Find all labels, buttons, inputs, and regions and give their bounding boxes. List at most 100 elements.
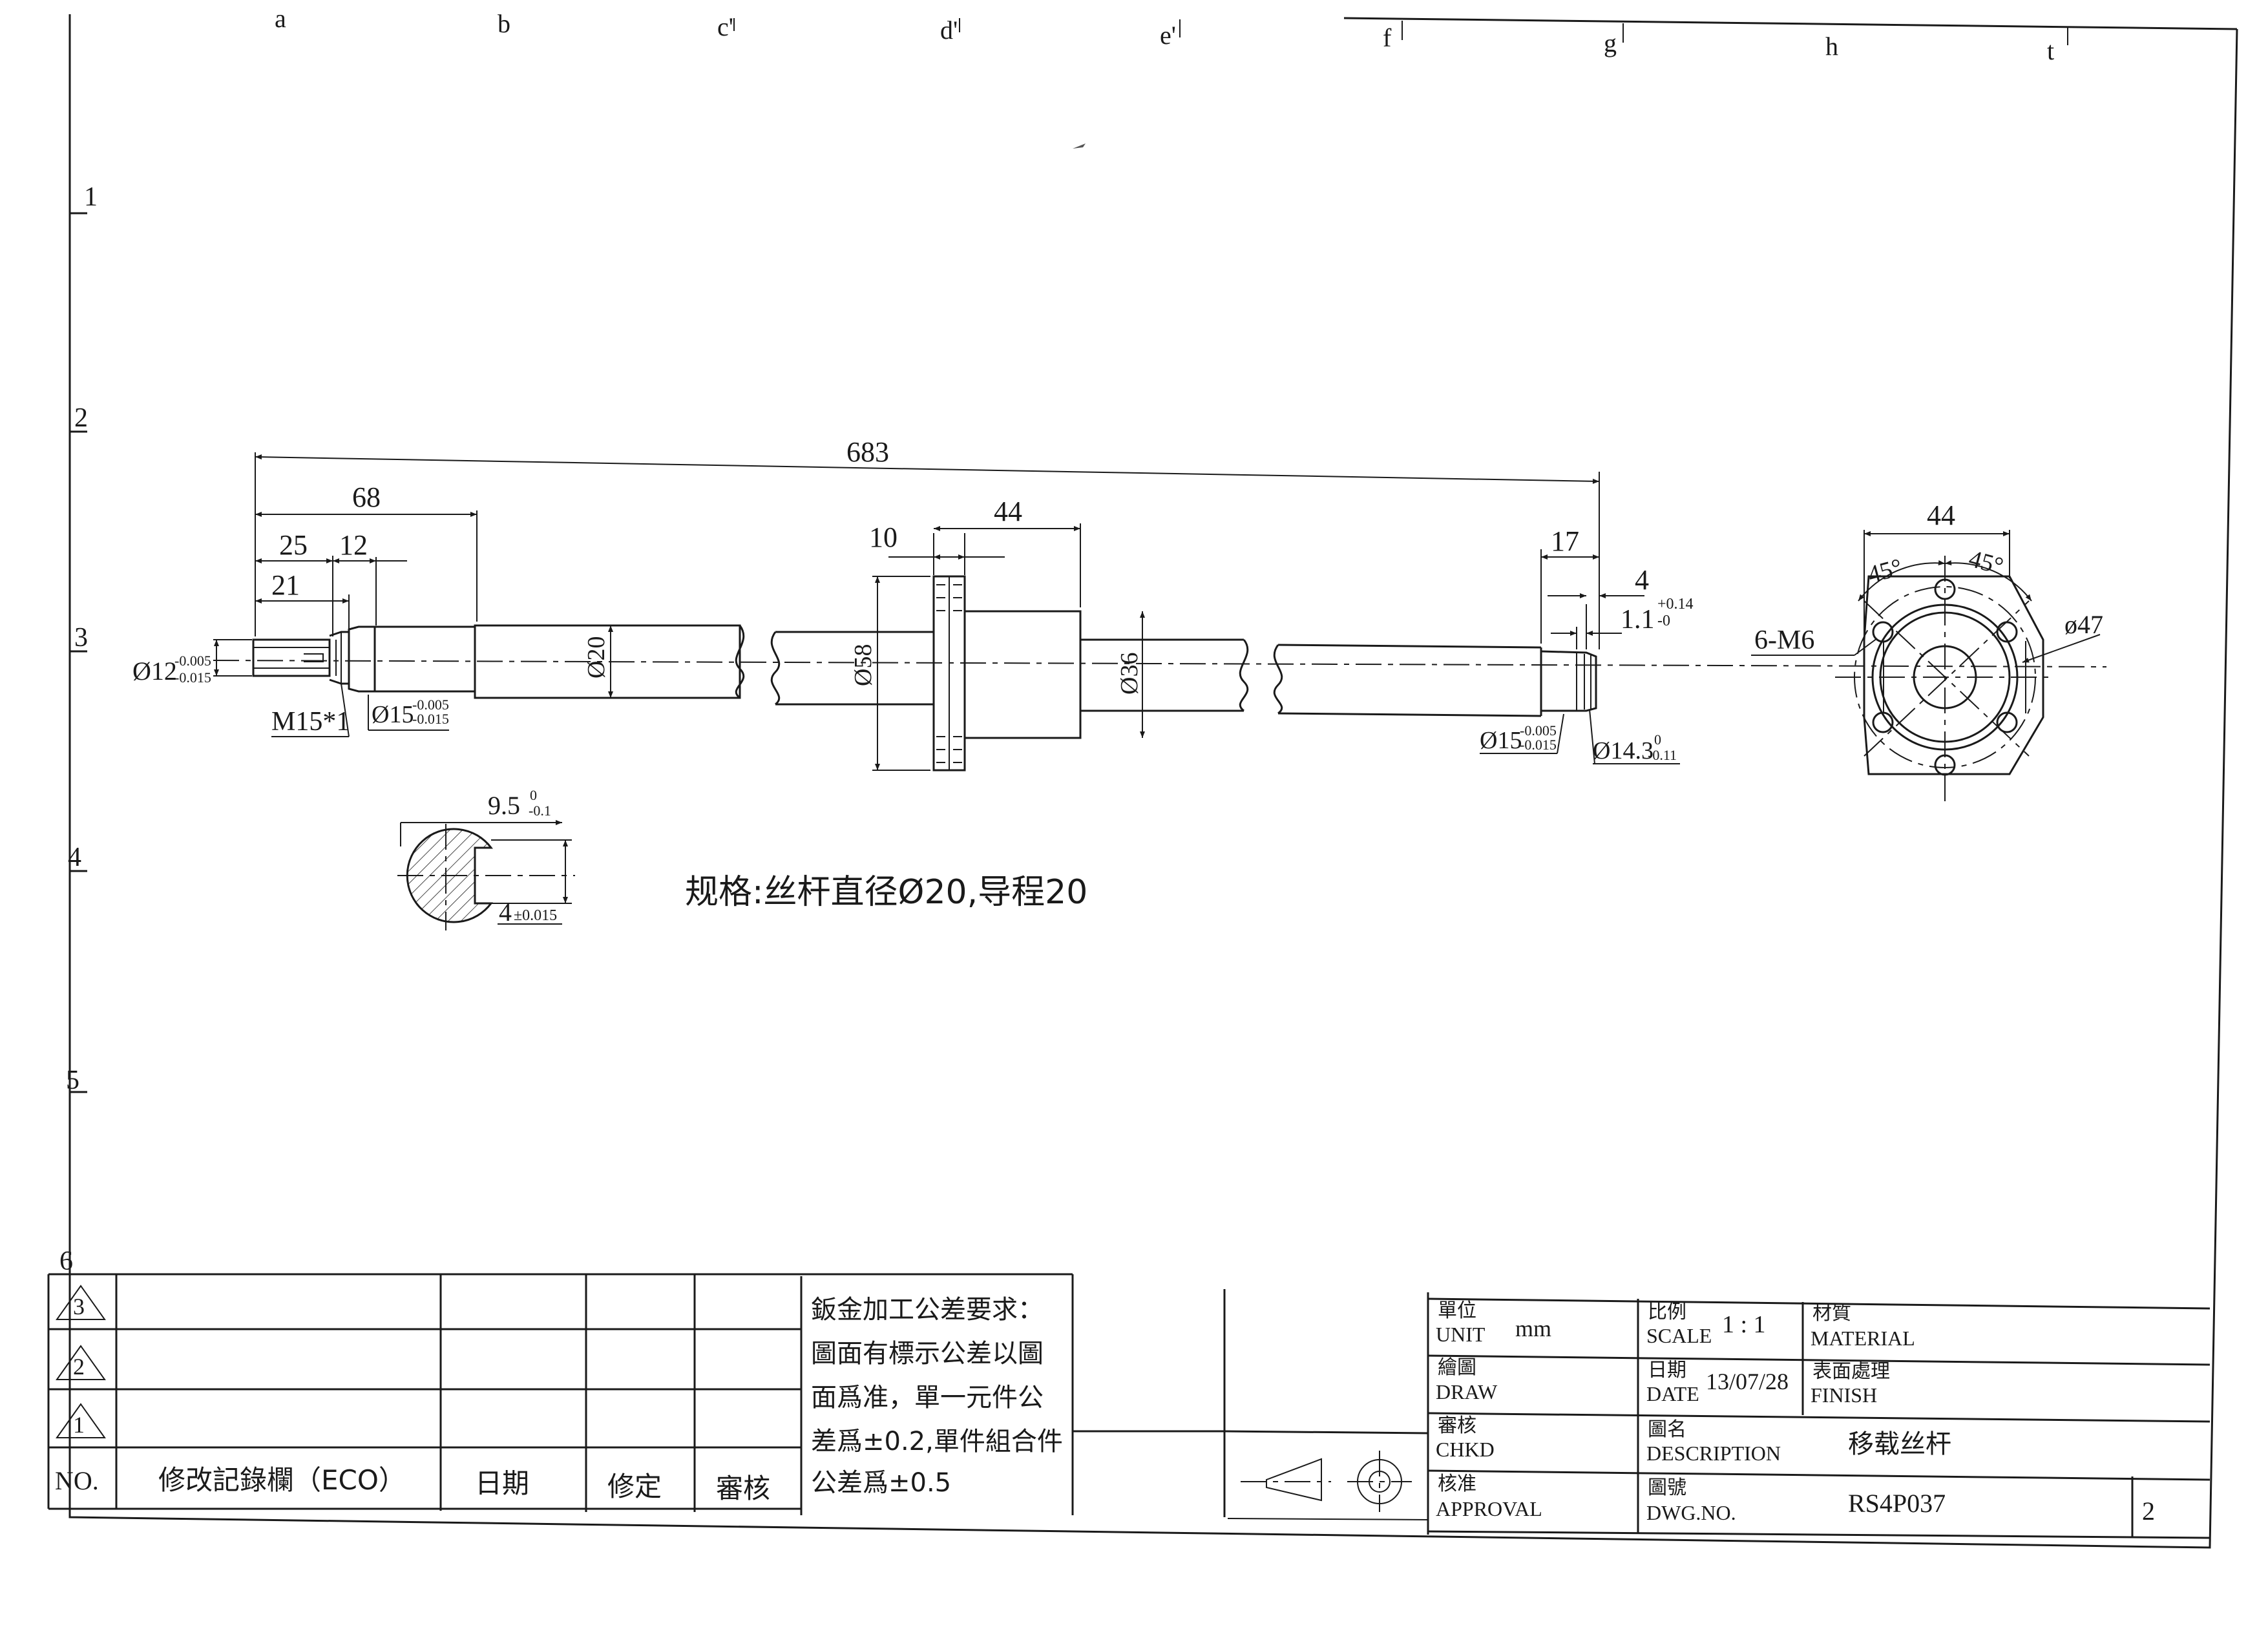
dim-phi15-right: Ø15 (1480, 727, 1522, 754)
dim-phi15-left-lower: -0.015 (412, 711, 449, 727)
dim-sec-4: 4 (499, 898, 512, 927)
tb-scale-en: SCALE (1646, 1324, 1712, 1347)
dim-17: 17 (1551, 525, 1579, 557)
rev-header-review: 審核 (716, 1473, 770, 1504)
dim-phi47: ø47 (2064, 610, 2103, 639)
grid-row-5: 5 (66, 1066, 79, 1095)
tb-unit-en: UNIT (1436, 1323, 1486, 1346)
rev-marker-2: 2 (73, 1354, 85, 1380)
screw-shaft-view (213, 575, 2107, 772)
grid-row-ticks (70, 212, 87, 1093)
rev-header-date: 日期 (475, 1467, 529, 1499)
dim-sec-95-lower: -0.1 (529, 803, 551, 819)
tb-draw-zh: 繪圖 (1438, 1356, 1476, 1379)
dim-angle-right: 45° (1966, 545, 2006, 580)
end-view: 44 45° 45° 6-M6 ø47 (1751, 499, 2103, 801)
dim-683: 683 (846, 436, 889, 468)
spec-note: 规格:丝杆直径Ø20,导程20 (685, 873, 1087, 912)
projection-symbol (1071, 1274, 1429, 1520)
dim-68: 68 (352, 481, 381, 513)
tb-draw-en: DRAW (1436, 1380, 1498, 1403)
grid-row-1: 1 (84, 182, 98, 212)
tb-scale-val: 1 : 1 (1722, 1311, 1766, 1338)
dim-21: 21 (271, 569, 300, 601)
dim-angle-left: 45° (1865, 554, 1905, 589)
drawing-frame (68, 14, 2238, 1549)
tolerance-note: 鈑金加工公差要求： 圖面有標示公差以圖 面爲准，單一元件公 差爲±0.2,單件組… (811, 1295, 1063, 1498)
dim-phi58: Ø58 (850, 644, 877, 686)
section-view: 9.5 0 -0.1 4 ±0.015 (397, 787, 575, 930)
grid-col-b: b (498, 9, 510, 38)
tb-chkd-zh: 審核 (1438, 1414, 1476, 1437)
tb-dwg-zh: 圖號 (1648, 1476, 1686, 1499)
tolerance-line-4: 差爲±0.2,單件組合件 (811, 1427, 1063, 1456)
dim-phi20: Ø20 (583, 636, 610, 678)
grid-row-2: 2 (74, 403, 88, 433)
grid-col-e: e' (1160, 21, 1176, 50)
grid-row-3: 3 (74, 623, 88, 653)
tb-material-en: MATERIAL (1811, 1327, 1915, 1350)
dim-phi12-lower: -0.015 (174, 669, 211, 686)
dim-phi15-right-lower: -0.015 (1520, 737, 1557, 753)
dim-phi36: Ø36 (1116, 653, 1143, 695)
dim-sec-95: 9.5 (488, 791, 520, 820)
dim-m15: M15*1 (271, 707, 350, 737)
tb-scale-zh: 比例 (1648, 1301, 1686, 1323)
tb-date-zh: 日期 (1648, 1359, 1686, 1381)
grid-row-labels: 1 2 3 4 5 6 (59, 182, 98, 1276)
grid-row-6: 6 (59, 1246, 73, 1276)
grid-col-t: t (2047, 36, 2054, 65)
dim-phi12: Ø12 (132, 656, 177, 686)
dim-phi15-left: Ø15 (372, 701, 414, 728)
tb-dwg-val: RS4P037 (1848, 1489, 1946, 1518)
tolerance-line-5: 公差爲±0.5 (811, 1468, 951, 1498)
grid-column-labels: a b c' d' e' f g h t (275, 4, 2054, 65)
tb-unit-val: mm (1515, 1316, 1551, 1341)
tb-desc-val: 移载丝杆 (1848, 1429, 1951, 1459)
revision-table: 3 2 1 NO. 修改記錄欄（ECO） 日期 修定 審核 (47, 1273, 1073, 1515)
tb-date-val: 13/07/28 (1706, 1369, 1789, 1394)
grid-col-h: h (1825, 32, 1838, 61)
dim-25: 25 (279, 529, 308, 561)
dim-phi15-right-upper: -0.005 (1520, 722, 1557, 739)
dim-end-44: 44 (1927, 499, 1955, 531)
dim-sec-4-tol: ±0.015 (514, 907, 557, 924)
tolerance-line-3: 面爲准，單一元件公 (811, 1383, 1044, 1413)
dim-10: 10 (869, 521, 898, 553)
grid-col-g: g (1604, 28, 1617, 58)
tb-finish-zh: 表面處理 (1812, 1360, 1890, 1383)
rev-marker-3: 3 (73, 1294, 85, 1319)
grid-col-c: c' (717, 12, 733, 41)
flange-slots-bottom (936, 736, 962, 763)
dim-12: 12 (339, 529, 368, 561)
tb-approval-en: APPROVAL (1436, 1497, 1542, 1520)
tb-approval-zh: 核准 (1438, 1473, 1476, 1495)
tolerance-line-1: 鈑金加工公差要求： (811, 1295, 1044, 1325)
tolerance-line-2: 圖面有標示公差以圖 (811, 1339, 1044, 1369)
grid-col-a: a (275, 4, 286, 33)
rev-header-eco: 修改記錄欄（ECO） (158, 1464, 406, 1496)
dim-44-nut: 44 (994, 496, 1022, 527)
dim-4-end: 4 (1635, 564, 1649, 596)
tb-desc-zh: 圖名 (1648, 1418, 1686, 1441)
dim-11-lower: -0 (1657, 613, 1670, 629)
dim-sec-95-upper: 0 (530, 787, 537, 803)
scan-speck (1073, 143, 1086, 149)
tb-sheet: 2 (2142, 1497, 2155, 1526)
dim-holes: 6-M6 (1754, 625, 1814, 655)
grid-col-d: d' (940, 16, 958, 45)
tb-desc-en: DESCRIPTION (1646, 1442, 1781, 1465)
dim-11: 1.1 (1621, 605, 1655, 635)
flange-slots-top (936, 584, 962, 611)
rev-header-no: NO. (55, 1466, 99, 1495)
tb-chkd-en: CHKD (1436, 1438, 1495, 1461)
grid-col-f: f (1383, 23, 1392, 52)
shaft-dimensions: 683 68 25 12 21 Ø12 -0.005 -0.015 M15*1 … (132, 436, 1694, 771)
grid-row-4: 4 (68, 843, 81, 872)
tb-dwg-en: DWG.NO. (1646, 1501, 1736, 1524)
rev-header-revise: 修定 (607, 1471, 662, 1502)
tb-finish-en: FINISH (1811, 1383, 1877, 1407)
tb-unit-zh: 單位 (1438, 1299, 1476, 1322)
grid-column-ticks (733, 18, 2068, 45)
